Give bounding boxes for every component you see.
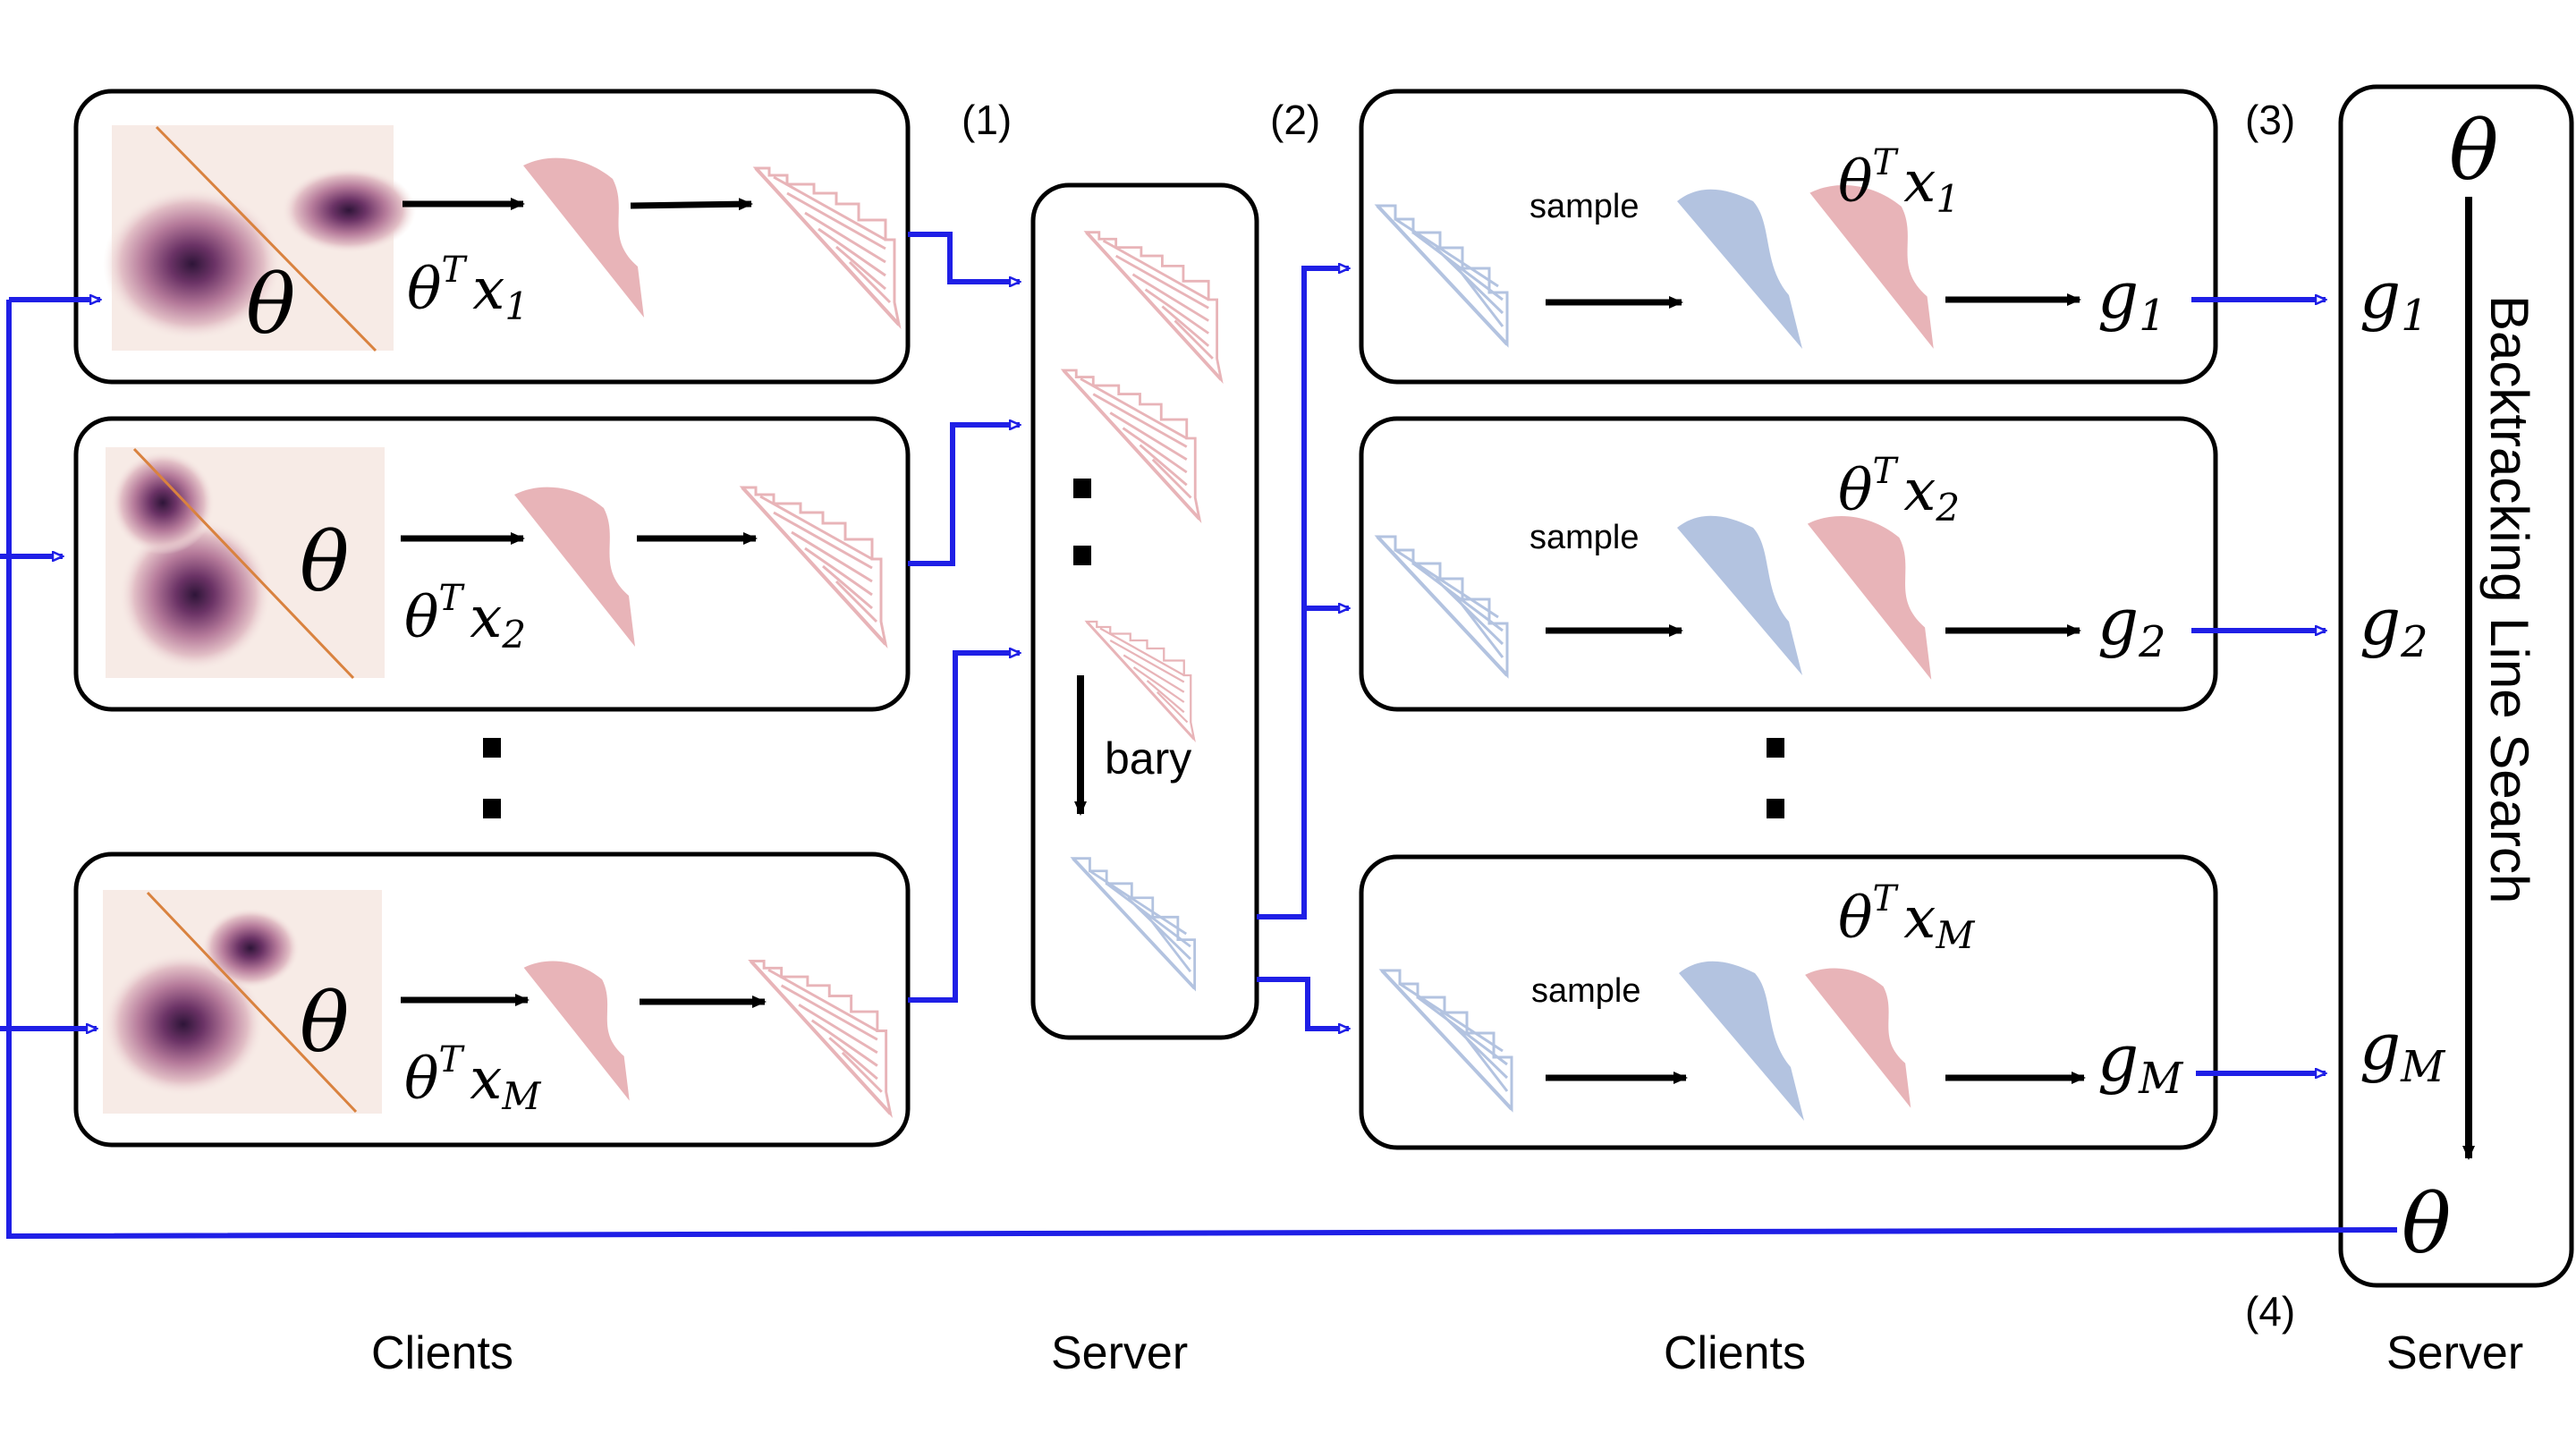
red-kde-2 xyxy=(514,487,635,647)
right-server: θ g1 g2 gM Backtracking Line Search θ xyxy=(2338,84,2574,1288)
theta-label-M: θ xyxy=(300,975,349,1071)
flow-clientM-to-server xyxy=(908,653,1020,1003)
bottom-label-server-right: Server xyxy=(2386,1327,2523,1379)
flow-client1-to-server xyxy=(908,232,1020,282)
bottom-label-clients-right: Clients xyxy=(1664,1327,1806,1379)
red-hist-2 xyxy=(742,487,886,644)
left-client-dots xyxy=(483,738,501,818)
step-2-label: (2) xyxy=(1270,97,1320,143)
sample-label-M: sample xyxy=(1531,972,1641,1010)
right-blue-kde-M xyxy=(1679,961,1804,1121)
flow-server-to-client1 xyxy=(1257,268,1349,919)
red-hist-M xyxy=(751,962,891,1114)
server-gradient-2: g2 xyxy=(2360,584,2428,667)
flow-connectors xyxy=(0,232,2398,1240)
step-4-label: (4) xyxy=(2245,1288,2295,1335)
middle-server-box xyxy=(1030,182,1259,1040)
server-red-hist-M xyxy=(1085,620,1196,741)
red-kde-1 xyxy=(523,157,644,318)
flow-client2-to-server xyxy=(908,425,1020,566)
gradient-label-2: g2 xyxy=(2097,584,2166,667)
right-client-M-box xyxy=(1359,854,2218,1150)
theta-label-2: θ xyxy=(300,514,349,610)
right-blue-kde-1 xyxy=(1677,189,1802,349)
bottom-label-server-mid: Server xyxy=(1051,1327,1188,1379)
red-hist-1 xyxy=(754,166,901,326)
sample-label-2: sample xyxy=(1530,519,1640,556)
density-plot-2 xyxy=(106,447,385,680)
step-1-label: (1) xyxy=(962,97,1012,143)
server-theta-top: θ xyxy=(2449,103,2498,199)
server-gradient-M: gM xyxy=(2360,1009,2446,1092)
gradient-label-1: g1 xyxy=(2097,258,2166,341)
bottom-label-clients-left: Clients xyxy=(371,1327,513,1379)
right-server-box xyxy=(2338,84,2574,1288)
theta-label-1: θ xyxy=(246,257,295,352)
middle-server: bary xyxy=(1030,182,1259,1040)
right-blue-hist-1 xyxy=(1376,204,1509,346)
density-plot-1 xyxy=(103,125,416,352)
right-client-1-box xyxy=(1359,89,2218,385)
flow-server-to-clientM xyxy=(1257,977,1349,1029)
right-red-kde-2 xyxy=(1807,515,1932,680)
right-client-dots xyxy=(1767,738,1784,818)
backtracking-line-search-label: Backtracking Line Search xyxy=(2479,295,2539,903)
barycenter-label: bary xyxy=(1105,733,1191,784)
server-blue-barycenter xyxy=(1071,856,1197,990)
server-dots xyxy=(1073,479,1091,565)
server-gradient-1: g1 xyxy=(2360,258,2428,341)
server-theta-bottom: θ xyxy=(2402,1176,2451,1272)
server-red-hist-1 xyxy=(1084,230,1224,382)
right-blue-hist-M xyxy=(1380,969,1513,1111)
right-blue-hist-2 xyxy=(1376,535,1509,677)
sample-label-1: sample xyxy=(1530,188,1640,225)
flow-theta-broadcast xyxy=(6,300,2398,1240)
step-3-label: (3) xyxy=(2245,97,2295,143)
right-client-2-box xyxy=(1359,416,2218,712)
gradient-label-M: gM xyxy=(2097,1021,2184,1104)
density-plot-M xyxy=(103,890,382,1114)
right-blue-kde-2 xyxy=(1677,515,1802,675)
right-red-kde-M xyxy=(1805,968,1911,1108)
